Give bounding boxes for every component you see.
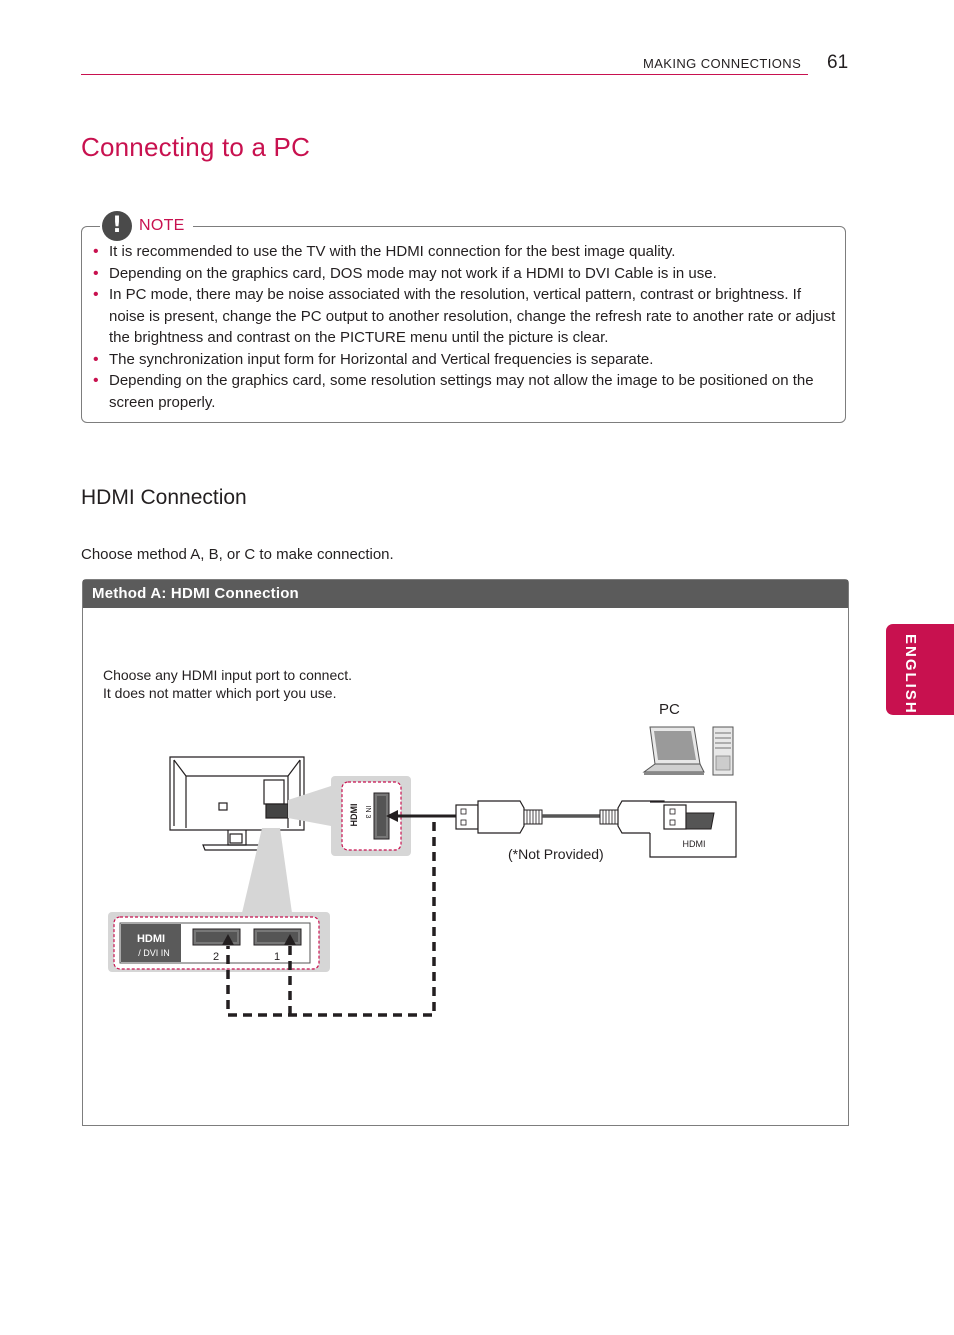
note-header: ! NOTE — [100, 211, 193, 241]
page-number: 61 — [827, 52, 849, 73]
instruction-text: Choose method A, B, or C to make connect… — [81, 546, 394, 563]
language-tab-label: ENGLISH — [902, 634, 919, 715]
note-item: Depending on the graphics card, some res… — [92, 370, 837, 413]
note-item: In PC mode, there may be noise associate… — [92, 284, 837, 349]
note-item: It is recommended to use the TV with the… — [92, 241, 837, 263]
method-panel — [82, 579, 849, 1126]
running-header-section: MAKING CONNECTIONS — [643, 56, 802, 71]
hint-line-1: Choose any HDMI input port to connect. — [103, 667, 353, 683]
header-rule — [81, 74, 808, 75]
note-box — [81, 226, 846, 423]
note-label: NOTE — [139, 217, 185, 234]
language-side-tab: ENGLISH — [886, 624, 954, 715]
note-item: The synchronization input form for Horiz… — [92, 349, 837, 371]
exclamation-icon: ! — [102, 211, 132, 241]
hint-line-2: It does not matter which port you use. — [103, 685, 337, 701]
note-list: It is recommended to use the TV with the… — [92, 241, 837, 413]
section-title: HDMI Connection — [81, 486, 247, 509]
pc-label: PC — [659, 701, 680, 718]
page-title: Connecting to a PC — [81, 132, 311, 162]
method-panel-header: Method A: HDMI Connection — [83, 580, 848, 608]
not-provided-label: (*Not Provided) — [508, 846, 604, 862]
connection-hint: Choose any HDMI input port to connect. I… — [103, 666, 352, 702]
note-item: Depending on the graphics card, DOS mode… — [92, 263, 837, 285]
